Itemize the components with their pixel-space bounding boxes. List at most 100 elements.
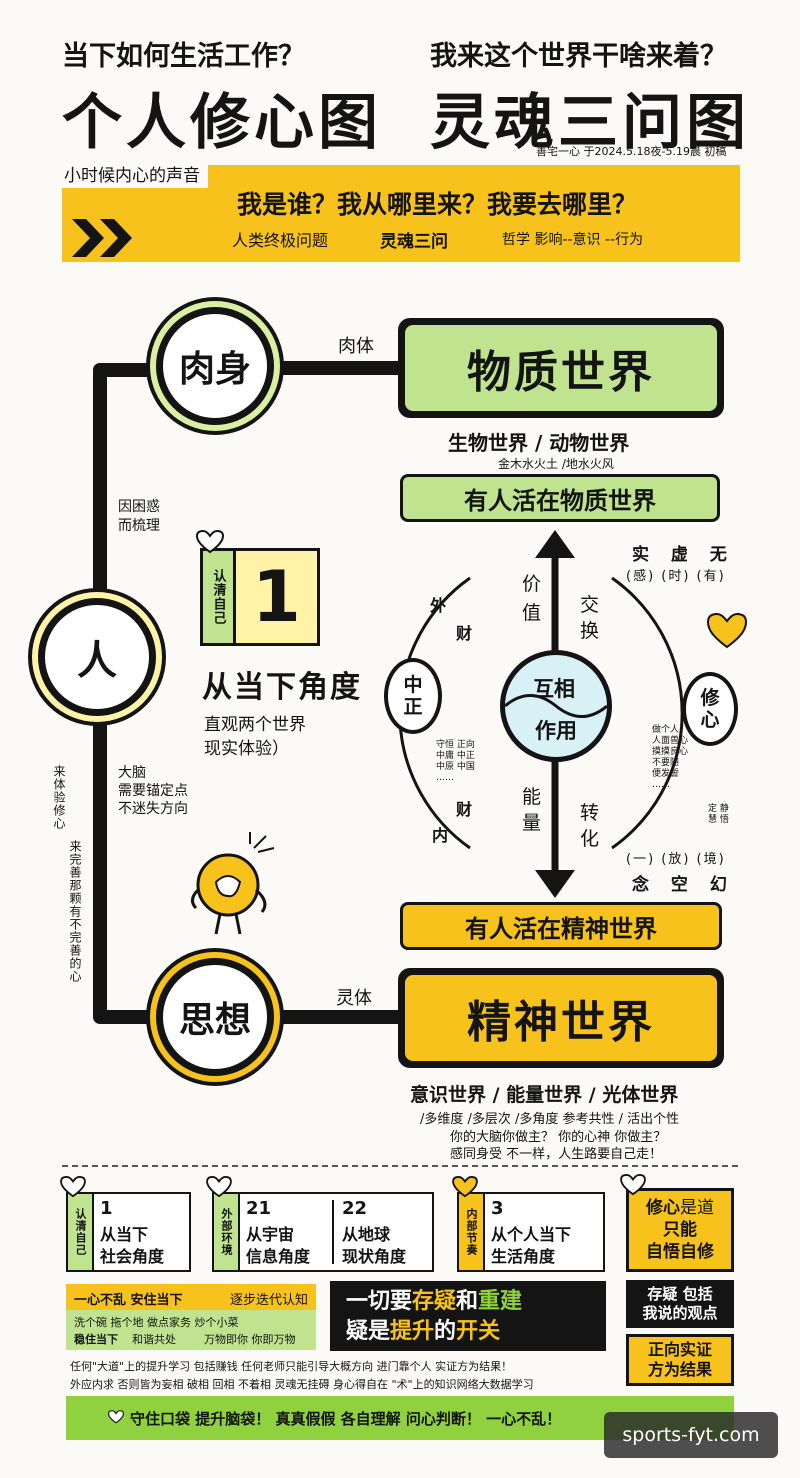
zheng-char: 正 [403, 696, 423, 718]
card-21-b: 信息角度 [246, 1247, 311, 1266]
xx-note-2: 人面兽心 [652, 736, 689, 746]
card-22-num: 22 [342, 1198, 368, 1219]
exchange-char-2: 换 [580, 620, 600, 642]
card-inner-rhythm: 内部节奏 3 从个人当下 生活角度 [457, 1192, 605, 1272]
card-21-a: 从宇宙 [246, 1225, 295, 1244]
lightbulb-mascot-icon [191, 832, 275, 935]
empathy-line: 感同身受 不一样，人生路要自己走！ [450, 1147, 663, 1162]
spirit-world-title: 精神世界 [405, 975, 717, 1061]
doubt-7: 提升 [390, 1319, 435, 1344]
left-vertical-note-2: 来完善那颗有不完善的心 [68, 840, 82, 983]
xiu-char: 修 [700, 687, 720, 709]
value-char-2: 值 [522, 602, 542, 624]
heart-icon [452, 1176, 478, 1198]
card-outer-tag: 外部环境 [214, 1194, 240, 1270]
doubt-5: 疑 [346, 1319, 369, 1344]
three-questions: 我是谁？我从哪里来？我要去哪里？ [237, 190, 638, 219]
yi-fang-jing: (一) (放) (境) [626, 852, 726, 867]
xx-note-1: 做个人 [652, 725, 680, 735]
bio-world: 生物世界 / 动物世界 [448, 431, 630, 455]
interaction-top: 互相 [533, 677, 575, 701]
wealth-bottom-char: 财 [456, 800, 473, 819]
doubt-2: 存疑 [412, 1289, 457, 1314]
doubt-4: 重建 [478, 1289, 523, 1314]
p-a: 正向实证 [647, 1340, 712, 1359]
doubt-rebuild-panel: 一切要存疑和重建 疑是提升的开关 [330, 1281, 606, 1351]
card-divider [332, 1200, 334, 1264]
credit-line: 善宅一心 于2024.5.18夜-5.19晨 初稿 [536, 145, 727, 158]
spirit-world-box: 精神世界 [398, 968, 724, 1068]
card-one-a: 从当下 [100, 1225, 149, 1244]
outer-char: 外 [430, 596, 447, 615]
right-title: 灵魂三问图 [430, 88, 750, 158]
doubt-3: 和 [456, 1289, 479, 1314]
left-title: 个人修心图 [62, 88, 382, 158]
q-b: 我说的观点 [642, 1304, 718, 1322]
chores-line: 洗个碗 拖个地 做点家务 炒个小菜 [74, 1316, 239, 1329]
calm-b: 逐步迭代认知 [230, 1293, 309, 1308]
wealth-top-char: 财 [456, 624, 473, 643]
right-question: 我来这个世界干啥来着？ [430, 41, 727, 72]
q-a: 存疑 包括 [647, 1285, 713, 1303]
soul-question-banner: 小时候内心的声音 我是谁？我从哪里来？我要去哪里？ 人类终极问题 灵魂三问 哲学… [62, 161, 740, 262]
spirit-body-label: 灵体 [336, 988, 372, 1009]
left-vertical-note-1: 来体验修心 [52, 765, 66, 830]
card-22-b: 现状角度 [342, 1247, 407, 1266]
yin-yang-curve [505, 694, 607, 718]
calm-a: 一心不乱 安住当下 [74, 1293, 183, 1308]
calm-wisdom-note: 定 静 慧 悟 [708, 804, 729, 826]
card-society-angle: 认清自己 1 从当下 社会角度 [66, 1192, 191, 1272]
value-char-1: 价 [522, 573, 542, 595]
intuit-line-1: 直观两个世界 [204, 715, 306, 735]
cultivate-note: 做个人 人面兽心 摸摸良心 不要随 便发誓 …… [652, 725, 688, 791]
confusion-line-2: 而梳理 [118, 518, 160, 534]
stable-b: 和谐共处 [132, 1333, 176, 1346]
cultivate-heart-circle: 修 心 [682, 672, 738, 746]
xx-note-3: 摸摸良心 [652, 747, 689, 757]
brain-master: 你的大脑你做主？ 你的心神 你做主？ [450, 1130, 667, 1145]
interaction-bottom: 作用 [535, 719, 577, 743]
note-line-2: 外应内求 否则皆为妄相 破相 回相 不着相 灵魂无挂碍 身心得自在 "术"上的知… [70, 1378, 534, 1391]
soul-three-asks: 灵魂三问 [380, 232, 448, 252]
card-3-num: 3 [491, 1198, 504, 1219]
zz-note-1: 守恒 正向 [436, 740, 475, 750]
card-one-num: 1 [100, 1198, 113, 1219]
brain-line-1: 大脑 [118, 765, 146, 781]
inner-char: 内 [432, 826, 449, 845]
card-outer-environment: 外部环境 21 从宇宙 信息角度 22 从地球 现状角度 [212, 1192, 434, 1272]
zz-note-2: 中庸 中正 [436, 751, 475, 761]
card-21-num: 21 [246, 1198, 272, 1219]
zz-note-4: …… [436, 773, 454, 783]
xx-note-4: 不要随 [652, 758, 680, 768]
interaction-circle: 互相 作用 [500, 650, 612, 762]
card-one-b: 社会角度 [100, 1247, 165, 1266]
know-self-card: 认清自己 1 [200, 548, 320, 646]
consciousness-worlds: 意识世界 / 能量世界 / 光体世界 [410, 1084, 679, 1106]
live-spirit-banner: 有人活在精神世界 [400, 902, 722, 950]
calm-mind-panel: 一心不乱 安住当下 逐步迭代认知 洗个碗 拖个地 做点家务 炒个小菜 稳住当下 … [66, 1284, 316, 1350]
stable-a: 稳住当下 [74, 1333, 118, 1346]
section-divider [62, 1165, 738, 1167]
nian-kong-huan: 念 空 幻 [632, 875, 735, 895]
footer-text: 守住口袋 提升脑袋！ 真真假假 各自理解 问心判断！ 一心不乱！ [130, 1410, 562, 1428]
philosophy-note: 哲学 影响--意识 --行为 [502, 232, 644, 248]
energy-char-1: 能 [522, 786, 542, 808]
heart-icon [206, 1176, 232, 1198]
zhong-char: 中 [403, 674, 423, 696]
multi-dimension: /多维度 /多层次 /多角度 参考共性 / 活出个性 [420, 1112, 680, 1127]
note-line-1: 任何"大道"上的提升学习 包括赚钱 任何老师只能引导大概方向 进门靠个人 实证方… [70, 1360, 513, 1373]
person-circle: 人 [38, 598, 156, 716]
calm-header-bar [66, 1284, 316, 1310]
transform-char-2: 化 [580, 828, 600, 850]
stable-c: 万物即你 你即万物 [204, 1333, 296, 1346]
ultimate-question: 人类终极问题 [232, 231, 329, 250]
xiuxin-c: 只能 [663, 1220, 697, 1240]
middle-right-circle: 中 正 [384, 658, 442, 734]
know-self-tag: 认清自己 [203, 551, 236, 643]
thought-circle: 思想 [156, 958, 274, 1076]
doubt-1: 一切要 [346, 1289, 413, 1314]
card-3-b: 生活角度 [491, 1247, 556, 1266]
intuit-line-2: 现实体验） [204, 739, 289, 759]
step-number-one: 1 [236, 551, 317, 643]
material-world-box: 物质世界 [398, 318, 724, 418]
